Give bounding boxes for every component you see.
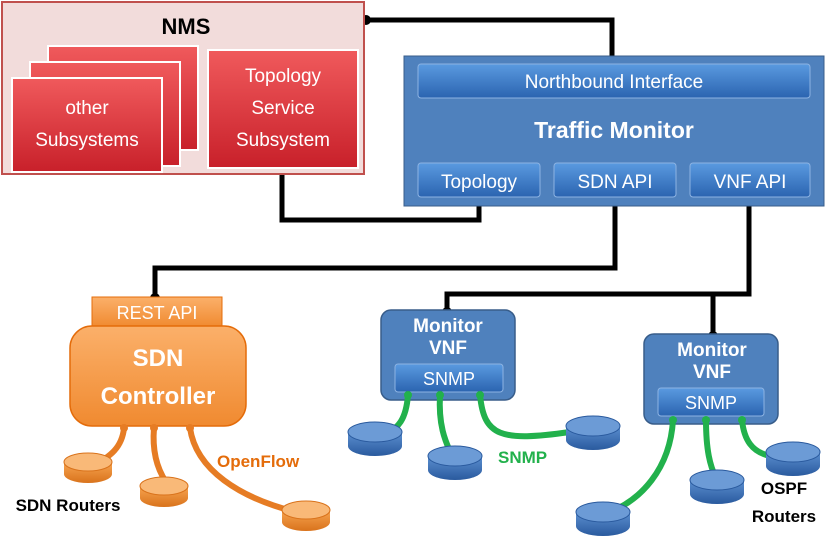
sdn-controller-box[interactable] <box>69 325 247 427</box>
nms-group: NMS other Subsystems Topology Service Su… <box>1 1 365 175</box>
topology-subsystem-to-topology-line <box>279 168 482 223</box>
port-dot <box>476 391 484 399</box>
ospf-router[interactable] <box>689 469 745 504</box>
sdn-router[interactable] <box>281 500 331 531</box>
port-dot <box>150 424 158 432</box>
traffic-monitor-title: Traffic Monitor <box>534 117 694 143</box>
traffic-monitor-group: Northbound Interface Traffic Monitor Top… <box>403 55 825 207</box>
sdn-api-button[interactable] <box>553 162 677 198</box>
sdn-routers-label: SDN Routers <box>16 496 121 515</box>
openflow-link <box>187 425 299 515</box>
rest-api-label: REST API <box>117 303 198 323</box>
ospf-router[interactable] <box>575 501 631 536</box>
topology-subsystem-label-line1: Topology <box>245 66 322 87</box>
sdn-router[interactable] <box>63 452 113 483</box>
snmp-button-1[interactable] <box>394 363 504 393</box>
snmp-button-2[interactable] <box>657 387 765 417</box>
snmp-link <box>739 417 773 459</box>
monitor-vnf-2-group: Monitor VNF SNMP <box>643 333 779 425</box>
topology-subsystem-label-line3: Subsystem <box>236 130 330 151</box>
sdn-controller-label-line2: Controller <box>101 383 216 410</box>
topology-label: Topology <box>441 172 518 193</box>
vnf-api-button[interactable] <box>689 162 811 198</box>
ospf-router[interactable] <box>765 441 821 476</box>
port-dot <box>669 416 677 424</box>
topology-subsystem-label-line2: Service <box>251 98 314 119</box>
port-dot <box>738 416 746 424</box>
ospf-router[interactable] <box>347 421 403 456</box>
sdn-controller-group: REST API SDN Controller OpenFlow SDN Rou… <box>16 296 300 515</box>
openflow-label: OpenFlow <box>217 452 300 471</box>
port-dot <box>404 391 412 399</box>
rest-api-box[interactable] <box>91 296 223 328</box>
port-dot <box>702 416 710 424</box>
monitor-vnf-2-label-line2: VNF <box>693 362 731 383</box>
ospf-router[interactable] <box>565 415 621 450</box>
other-subsystems-label-line1: other <box>65 98 109 119</box>
openflow-link <box>150 425 169 485</box>
monitor-vnf-2-label-line1: Monitor <box>677 340 747 361</box>
snmp-button-1-label: SNMP <box>423 369 475 389</box>
northbound-interface-label: Northbound Interface <box>525 72 704 93</box>
northbound-interface-button[interactable] <box>417 63 811 99</box>
sdn-api-label: SDN API <box>578 172 653 193</box>
port-dot <box>436 391 444 399</box>
snmp-button-2-label: SNMP <box>685 393 737 413</box>
sdn-controller-label-line1: SDN <box>133 345 184 372</box>
nms-title: NMS <box>162 14 211 39</box>
snmp-links <box>383 392 773 515</box>
snmp-link-label: SNMP <box>498 448 547 467</box>
vnf-api-label: VNF API <box>714 172 787 193</box>
topology-button[interactable] <box>417 162 541 198</box>
port-dot <box>120 424 128 432</box>
sdn-api-to-rest-api-line <box>152 196 618 298</box>
other-subsystems-box[interactable] <box>11 77 163 173</box>
snmp-link <box>477 392 573 440</box>
port-dot <box>186 424 194 432</box>
other-subsystems-label-line2: Subsystems <box>35 130 138 151</box>
ospf-routers-label-line2: Routers <box>752 507 816 526</box>
snmp-link <box>703 417 719 481</box>
sdn-router[interactable] <box>139 476 189 507</box>
vnf-api-to-monitor-vnf-line <box>444 196 752 312</box>
ospf-router[interactable] <box>427 445 483 480</box>
ospf-routers-label-line1: OSPF <box>761 479 807 498</box>
topology-service-subsystem-box[interactable] <box>207 49 359 169</box>
monitor-vnf-1-label-line1: Monitor <box>413 316 483 337</box>
monitor-vnf-1-label-line2: VNF <box>429 338 467 359</box>
connection-lines <box>152 17 752 336</box>
nms-to-northbound-line <box>366 17 615 62</box>
monitor-vnf-1-group: Monitor VNF SNMP <box>380 309 516 401</box>
